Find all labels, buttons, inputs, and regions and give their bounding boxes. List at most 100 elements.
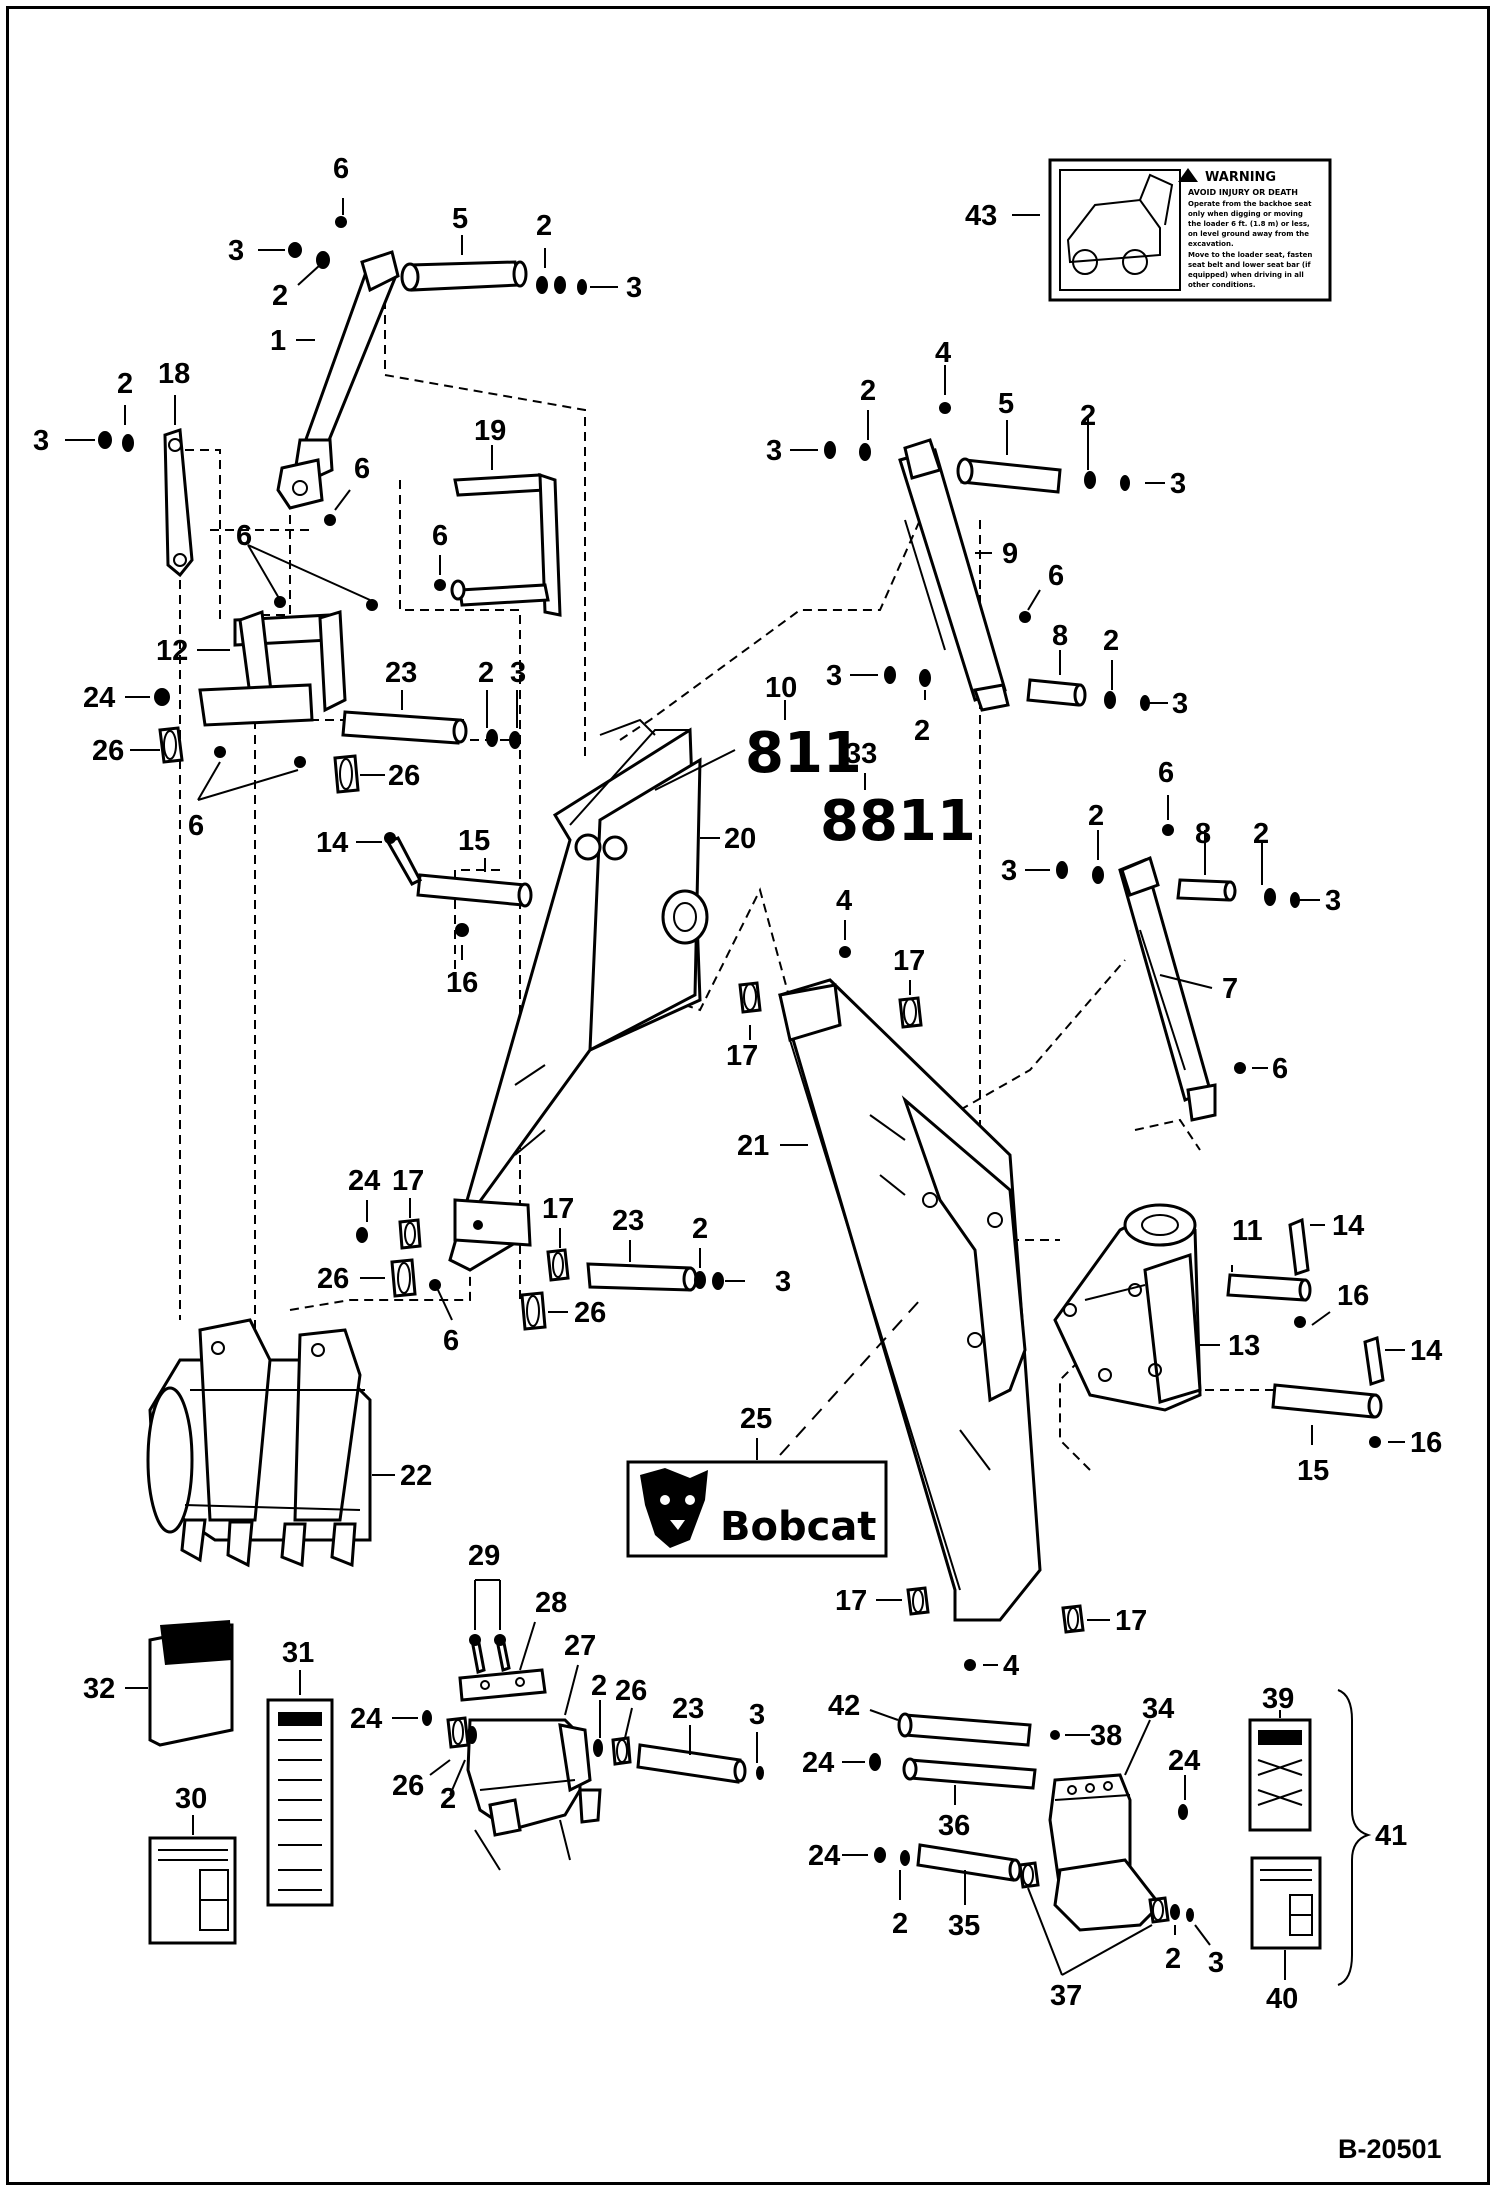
callout: 26 xyxy=(92,735,124,767)
callout: 20 xyxy=(724,823,756,855)
callout: 29 xyxy=(468,1540,500,1572)
link-18[interactable] xyxy=(98,427,194,578)
callout: 36 xyxy=(938,1810,970,1842)
swing-frame-13[interactable] xyxy=(1053,1203,1202,1412)
callout: 3 xyxy=(826,660,842,692)
boom-cylinder[interactable] xyxy=(276,250,400,510)
callout: 8 xyxy=(1052,620,1068,652)
callout: 13 xyxy=(1228,1330,1260,1362)
bobcat-wordmark: Bobcat xyxy=(720,1504,876,1550)
callout: 26 xyxy=(392,1770,424,1802)
callout: 2 xyxy=(1080,400,1096,432)
warning-subheading: AVOID INJURY OR DEATH xyxy=(1188,188,1298,197)
callouts: 6 5 2 3 2 3 1 2 18 3 6 19 6 6 12 24 23 2… xyxy=(33,153,1442,2015)
pin-11[interactable] xyxy=(1226,1217,1312,1328)
callout: 3 xyxy=(766,435,782,467)
callout: 39 xyxy=(1262,1683,1294,1715)
decal-8811: 8811 xyxy=(820,789,976,854)
callout: 14 xyxy=(1410,1335,1442,1367)
callout: 22 xyxy=(400,1460,432,1492)
callout: 32 xyxy=(83,1673,115,1705)
callout: 2 xyxy=(892,1908,908,1940)
callout: 26 xyxy=(574,1297,606,1329)
callout: 15 xyxy=(458,825,490,857)
warning-line: equipped) when driving in all xyxy=(1188,271,1304,279)
callout: 16 xyxy=(1337,1280,1369,1312)
callout: 21 xyxy=(737,1130,769,1162)
pin-23-upper[interactable] xyxy=(341,710,521,749)
callout: 26 xyxy=(615,1675,647,1707)
callout: 3 xyxy=(228,235,244,267)
callout: 14 xyxy=(1332,1210,1364,1242)
cylinder-7[interactable] xyxy=(1118,824,1246,1122)
frame-19[interactable] xyxy=(434,472,562,617)
decal-30 xyxy=(148,1836,237,1945)
model-decals: 811 8811 xyxy=(745,721,976,854)
boom-21[interactable] xyxy=(738,946,1085,1671)
callout: 23 xyxy=(612,1205,644,1237)
callout: 25 xyxy=(740,1403,772,1435)
callout: 1 xyxy=(270,325,286,357)
callout: 18 xyxy=(158,358,190,390)
callout: 24 xyxy=(802,1747,834,1779)
callout: 6 xyxy=(432,520,448,552)
dipper-arm-20[interactable] xyxy=(448,718,709,1272)
callout: 16 xyxy=(446,967,478,999)
callout: 2 xyxy=(914,715,930,747)
callout: 23 xyxy=(385,657,417,689)
warning-line: Operate from the backhoe seat xyxy=(1188,200,1312,208)
callout: 17 xyxy=(835,1585,867,1617)
callout: 2 xyxy=(1165,1943,1181,1975)
warning-line: seat belt and lower seat bar (if xyxy=(1188,261,1311,269)
decal-31 xyxy=(266,1698,334,1907)
callout: 3 xyxy=(749,1699,765,1731)
callout: 37 xyxy=(1050,1980,1082,2012)
callout: 17 xyxy=(726,1040,758,1072)
drawing-border xyxy=(6,6,1490,2185)
callout: 43 xyxy=(965,200,997,232)
callout: 5 xyxy=(998,388,1014,420)
pin-8-mid[interactable] xyxy=(884,611,1150,711)
callout: 35 xyxy=(948,1910,980,1942)
callout: 33 xyxy=(845,738,877,770)
warning-line: other conditions. xyxy=(1188,281,1256,289)
callout: 28 xyxy=(535,1587,567,1619)
coupler-34[interactable] xyxy=(869,1712,1194,1932)
callout: 17 xyxy=(893,945,925,977)
pin-15-right[interactable] xyxy=(1271,1336,1385,1448)
callout: 4 xyxy=(836,885,852,917)
pin-5-right[interactable] xyxy=(956,457,1130,494)
bucket-22[interactable] xyxy=(146,1318,372,1568)
callout: 6 xyxy=(333,153,349,185)
bracket-12[interactable] xyxy=(154,596,378,768)
callout: 2 xyxy=(860,375,876,407)
warning-line: on level ground away from the xyxy=(1188,230,1309,238)
pin-5-upper[interactable] xyxy=(400,260,528,292)
bucket-cylinder-9[interactable] xyxy=(824,402,1010,712)
coupler-27[interactable] xyxy=(422,1634,764,1871)
callout: 2 xyxy=(440,1783,456,1815)
callout: 5 xyxy=(452,203,468,235)
callout: 3 xyxy=(1325,885,1341,917)
callout: 2 xyxy=(1088,800,1104,832)
callout: 6 xyxy=(354,453,370,485)
decal-43-warning: WARNING AVOID INJURY OR DEATH Operate fr… xyxy=(1048,158,1332,302)
callout: 3 xyxy=(1001,855,1017,887)
callout: 12 xyxy=(156,635,188,667)
decal-811: 811 xyxy=(745,721,862,786)
warning-heading: WARNING xyxy=(1205,170,1276,185)
callout: 3 xyxy=(775,1266,791,1298)
callout: 2 xyxy=(1103,625,1119,657)
callout: 30 xyxy=(175,1783,207,1815)
callout: 26 xyxy=(317,1263,349,1295)
callout: 24 xyxy=(83,682,115,714)
callout: 17 xyxy=(1115,1605,1147,1637)
callout: 6 xyxy=(236,520,252,552)
callout: 14 xyxy=(316,827,348,859)
callout: 19 xyxy=(474,415,506,447)
pin-15-upper[interactable] xyxy=(384,832,533,937)
pin-8-lower[interactable] xyxy=(1056,861,1300,908)
warning-line: only when digging or moving xyxy=(1188,210,1303,218)
callout: 31 xyxy=(282,1637,314,1669)
callout: 3 xyxy=(1172,688,1188,720)
